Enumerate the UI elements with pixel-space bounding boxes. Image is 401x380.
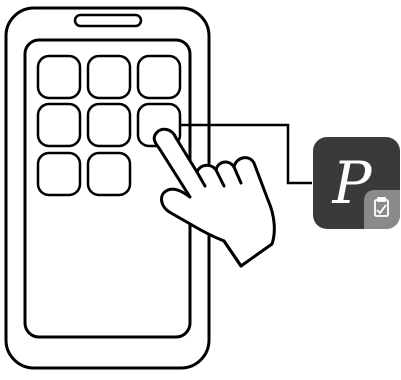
phone-speaker-slot (75, 15, 141, 26)
app-tile[interactable] (88, 56, 130, 98)
app-tile[interactable] (38, 56, 80, 98)
p-app-icon[interactable]: P (313, 137, 400, 229)
app-tile[interactable] (38, 104, 80, 146)
app-tile[interactable] (88, 104, 130, 146)
app-tile[interactable] (88, 153, 130, 195)
app-tile[interactable] (38, 153, 80, 195)
app-tile[interactable] (138, 56, 180, 98)
